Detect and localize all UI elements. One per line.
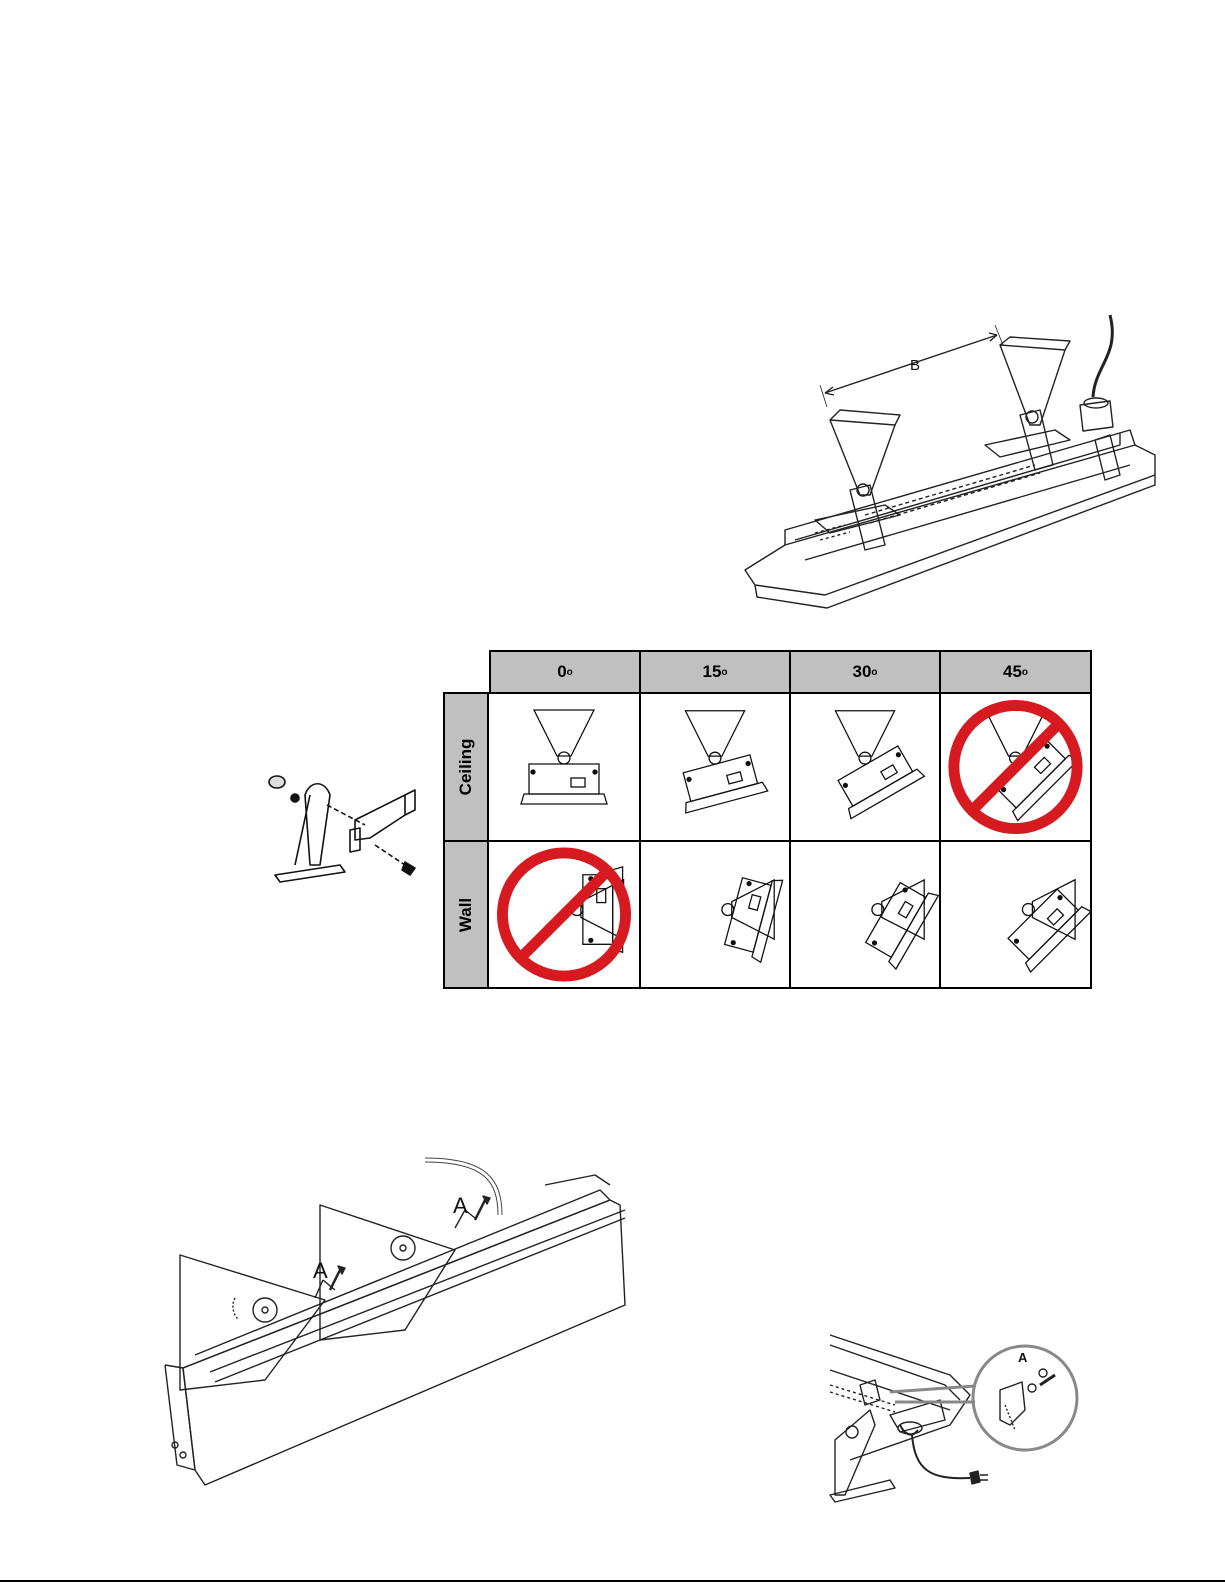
cell-ceiling-45 [939,692,1092,842]
cell-ceiling-30 [789,692,941,842]
ceiling-heater-symbol [676,711,768,813]
prohibited-icon [502,853,625,976]
cell-wall-45 [939,840,1092,989]
ceiling-heater-symbol [831,711,924,819]
degree-mark: o [871,667,877,678]
row-header-ceiling: Ceiling [443,692,489,842]
wall-heater-symbol [1002,880,1090,972]
bracket-assembly-exploded-view [265,770,425,900]
cell-ceiling-0 [487,692,641,842]
heater-cable-detail-diagram: A [800,1330,1095,1510]
column-header-label: 0 [557,662,566,682]
cell-wall-0 [487,840,641,989]
callout-a-left: A [313,1258,328,1283]
row-header-wall: Wall [443,840,489,989]
row-header-label: Wall [456,897,476,931]
row-header-label: Ceiling [456,739,476,796]
callout-a-detail: A [1018,1350,1028,1365]
page-bottom-rule [0,1580,1225,1582]
heater-wall-mount-diagram: A A [155,1150,645,1500]
ceiling-heater-symbol [521,710,607,804]
column-header-label: 45 [1003,662,1022,682]
column-header-label: 15 [702,662,721,682]
cell-wall-15 [639,840,791,989]
degree-mark: o [1022,667,1028,678]
callout-a-right: A [453,1193,468,1218]
wall-heater-symbol [862,876,939,969]
degree-mark: o [721,667,727,678]
cell-ceiling-15 [639,692,791,842]
prohibited-icon [954,705,1077,828]
cell-wall-30 [789,840,941,989]
dimension-b-label: B [910,357,920,374]
wall-heater-symbol [722,870,783,962]
heater-bracket-spacing-diagram: B [735,305,1175,615]
column-header-label: 30 [852,662,871,682]
degree-mark: o [567,667,573,678]
